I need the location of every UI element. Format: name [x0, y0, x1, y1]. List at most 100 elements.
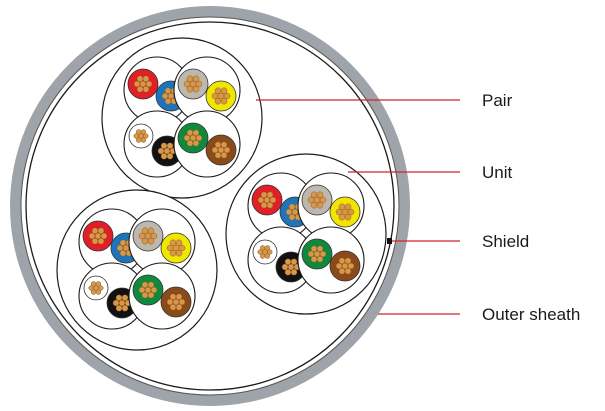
copper-strand	[147, 227, 155, 235]
unit-label: Unit	[482, 163, 513, 182]
copper-strand	[150, 232, 158, 240]
copper-strand	[138, 286, 146, 294]
copper-strand	[192, 129, 200, 137]
copper-strand	[121, 304, 129, 312]
pair	[297, 226, 365, 294]
copper-strand	[178, 244, 186, 252]
copper-strand	[97, 237, 105, 245]
outer-sheath-label: Outer sheath	[482, 305, 580, 324]
copper-strand	[160, 142, 168, 150]
copper-strand	[147, 291, 155, 299]
shield	[25, 21, 395, 391]
copper-strand	[178, 298, 186, 306]
copper-strand	[100, 232, 108, 240]
copper-strand	[316, 201, 324, 209]
copper-strands	[133, 75, 153, 93]
copper-strand	[220, 141, 228, 149]
unit	[225, 153, 387, 315]
copper-strand	[284, 258, 292, 266]
copper-strand	[88, 285, 94, 291]
copper-strand	[183, 134, 191, 142]
copper-strand	[214, 97, 222, 105]
copper-strands	[166, 293, 186, 311]
copper-strand	[140, 137, 147, 143]
copper-strand	[133, 133, 139, 139]
copper-strand	[95, 289, 102, 295]
pair	[123, 110, 191, 178]
copper-strand	[183, 80, 191, 88]
pair	[297, 172, 365, 240]
copper-strand	[118, 299, 126, 307]
copper-strands	[166, 239, 186, 257]
copper-strand	[189, 134, 197, 142]
copper-strand	[136, 129, 142, 135]
shield-marker	[387, 238, 392, 244]
copper-strands	[211, 87, 231, 105]
copper-strand	[220, 87, 228, 95]
copper-strand	[141, 281, 149, 289]
copper-strand	[344, 203, 352, 211]
copper-strand	[94, 232, 102, 240]
copper-strand	[98, 285, 104, 291]
copper-strand	[119, 249, 127, 257]
copper-strand	[116, 244, 124, 252]
pair-label: Pair	[482, 91, 513, 110]
copper-strand	[192, 75, 200, 83]
pair	[173, 110, 241, 178]
copper-strand	[310, 255, 318, 263]
copper-strand	[90, 289, 97, 295]
copper-strand	[335, 208, 343, 216]
copper-strand	[91, 237, 99, 245]
copper-strand	[214, 87, 222, 95]
copper-strand	[189, 80, 197, 88]
copper-strand	[217, 92, 225, 100]
copper-strand	[122, 244, 130, 252]
copper-strand	[136, 85, 144, 93]
copper-strand	[260, 201, 268, 209]
copper-strands	[183, 75, 203, 93]
copper-strand	[186, 139, 194, 147]
copper-strand	[157, 147, 165, 155]
unit-boundary	[101, 37, 263, 199]
copper-strand	[166, 152, 174, 160]
copper-strand	[175, 249, 183, 257]
copper-strand	[167, 92, 175, 100]
copper-strand	[160, 152, 168, 160]
copper-strand	[347, 208, 355, 216]
copper-strand	[136, 137, 142, 143]
copper-strand	[313, 196, 321, 204]
copper-strand	[141, 291, 149, 299]
copper-strand	[143, 133, 149, 139]
copper-strand	[192, 85, 200, 93]
copper-strand	[288, 203, 296, 211]
copper-strands	[183, 129, 203, 147]
copper-strand	[281, 263, 289, 271]
copper-strand	[169, 239, 177, 247]
copper-strand	[141, 227, 149, 235]
copper-strand	[344, 267, 352, 275]
shield-label: Shield	[482, 232, 529, 251]
copper-strand	[220, 97, 228, 105]
pair	[78, 262, 146, 330]
copper-strand	[290, 258, 298, 266]
copper-strands	[133, 129, 149, 143]
copper-strand	[211, 146, 219, 154]
copper-strand	[112, 299, 120, 307]
copper-strand	[169, 303, 177, 311]
copper-strand	[172, 244, 180, 252]
unit	[101, 37, 263, 199]
copper-strand	[338, 203, 346, 211]
copper-strand	[164, 97, 172, 105]
copper-strand	[338, 267, 346, 275]
copper-strand	[121, 294, 129, 302]
copper-strands	[307, 191, 327, 209]
copper-strand	[260, 191, 268, 199]
copper-strands	[138, 227, 158, 245]
copper-strands	[161, 87, 181, 105]
copper-strand	[290, 268, 298, 276]
copper-strand	[119, 239, 127, 247]
copper-strand	[307, 250, 315, 258]
copper-strand	[136, 75, 144, 83]
copper-strand	[347, 262, 355, 270]
